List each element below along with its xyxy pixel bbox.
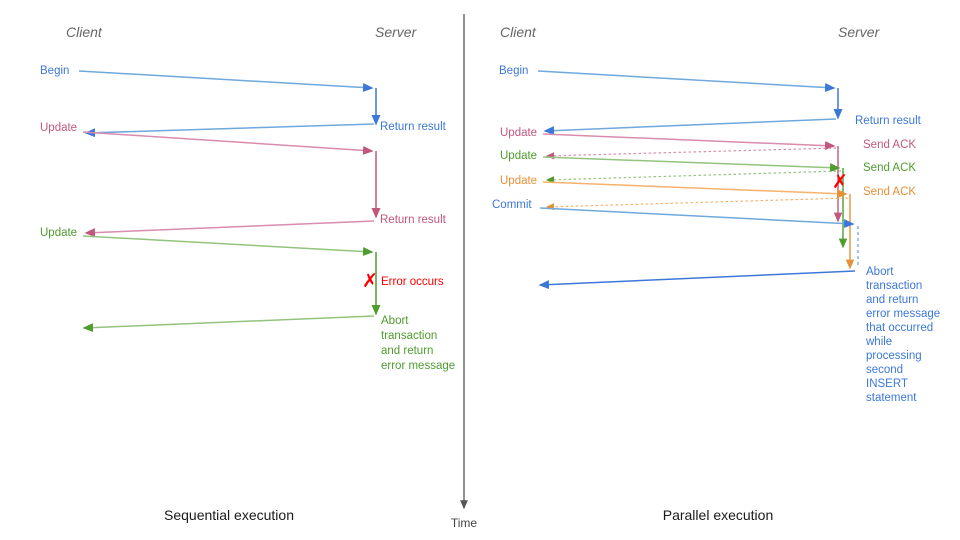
error-x-icon: ✗: [362, 271, 378, 292]
abort-par-line-6: while: [865, 336, 892, 348]
message-label-update-1-parallel: Update: [500, 127, 537, 139]
message-seq-update-1: Update: [40, 122, 374, 155]
message-label-return-result-2: Return result: [380, 214, 447, 226]
message-par-commit: Commit: [492, 199, 855, 229]
panel-parallel: Client Server Begin Return result Update…: [492, 24, 943, 523]
message-label-update-2: Update: [40, 227, 77, 239]
abort-text-block-parallel: Abort transaction and return error messa…: [865, 266, 943, 404]
message-par-abort: Abort transaction and return error messa…: [538, 266, 943, 404]
abort-line-3: and return: [381, 345, 433, 357]
abort-line-2: transaction: [381, 330, 437, 342]
message-seq-begin: Begin: [40, 65, 374, 92]
message-label-update-2-parallel: Update: [500, 150, 537, 162]
ack-arrow-orange: [545, 197, 849, 211]
ack-arrow-green: [545, 170, 842, 184]
caption-parallel: Parallel execution: [663, 507, 774, 523]
message-seq-update-2: Update: [40, 227, 374, 256]
message-label-begin: Begin: [40, 65, 69, 77]
caption-sequential: Sequential execution: [164, 507, 294, 523]
abort-text-block: Abort transaction and return error messa…: [381, 315, 455, 372]
message-label-return-result-1: Return result: [380, 121, 447, 133]
lane-title-server-parallel: Server: [838, 24, 881, 40]
ack-arrow-pink: [545, 147, 837, 160]
abort-line-4: error message: [381, 360, 455, 372]
time-axis: Time: [451, 14, 478, 530]
message-label-begin-parallel: Begin: [499, 65, 528, 77]
message-label-send-ack-1: Send ACK: [863, 139, 916, 151]
panel-sequential: Client Server Begin Return result Update…: [40, 24, 455, 523]
abort-par-line-7: processing: [866, 350, 922, 362]
abort-par-line-2: transaction: [866, 280, 922, 292]
error-x-icon-parallel: ✗: [832, 172, 848, 193]
message-label-update-1: Update: [40, 122, 77, 134]
error-marker-sequential: ✗ Error occurs: [362, 271, 444, 292]
message-par-update-3: Update Send ACK: [500, 175, 916, 199]
lane-title-server: Server: [375, 24, 418, 40]
lane-title-client-parallel: Client: [500, 24, 537, 40]
time-axis-label: Time: [451, 516, 478, 530]
message-seq-return-1: Return result: [84, 121, 447, 138]
message-par-return: Return result: [543, 115, 922, 136]
message-par-update-2: Update Send ACK: [500, 150, 916, 174]
error-label: Error occurs: [381, 276, 444, 288]
message-par-begin: Begin: [499, 65, 836, 92]
message-label-commit: Commit: [492, 199, 532, 211]
lane-title-client: Client: [66, 24, 103, 40]
abort-line-1: Abort: [381, 315, 409, 327]
message-label-send-ack-2: Send ACK: [863, 162, 916, 174]
message-label-send-ack-3: Send ACK: [863, 186, 916, 198]
error-marker-parallel: ✗: [832, 172, 848, 193]
abort-par-line-5: that occurred: [866, 322, 933, 334]
message-label-return-result-parallel: Return result: [855, 115, 922, 127]
abort-par-line-4: error message: [866, 308, 940, 320]
message-seq-return-2: Return result: [84, 214, 447, 238]
abort-par-line-10: statement: [866, 392, 917, 404]
abort-par-line-8: second: [866, 364, 903, 376]
message-seq-abort: Abort transaction and return error messa…: [82, 315, 455, 372]
abort-par-line-9: INSERT: [866, 378, 908, 390]
message-par-update-1: Update Send ACK: [500, 127, 916, 151]
abort-par-line-1: Abort: [866, 266, 894, 278]
abort-par-line-3: and return: [866, 294, 918, 306]
message-label-update-3-parallel: Update: [500, 175, 537, 187]
